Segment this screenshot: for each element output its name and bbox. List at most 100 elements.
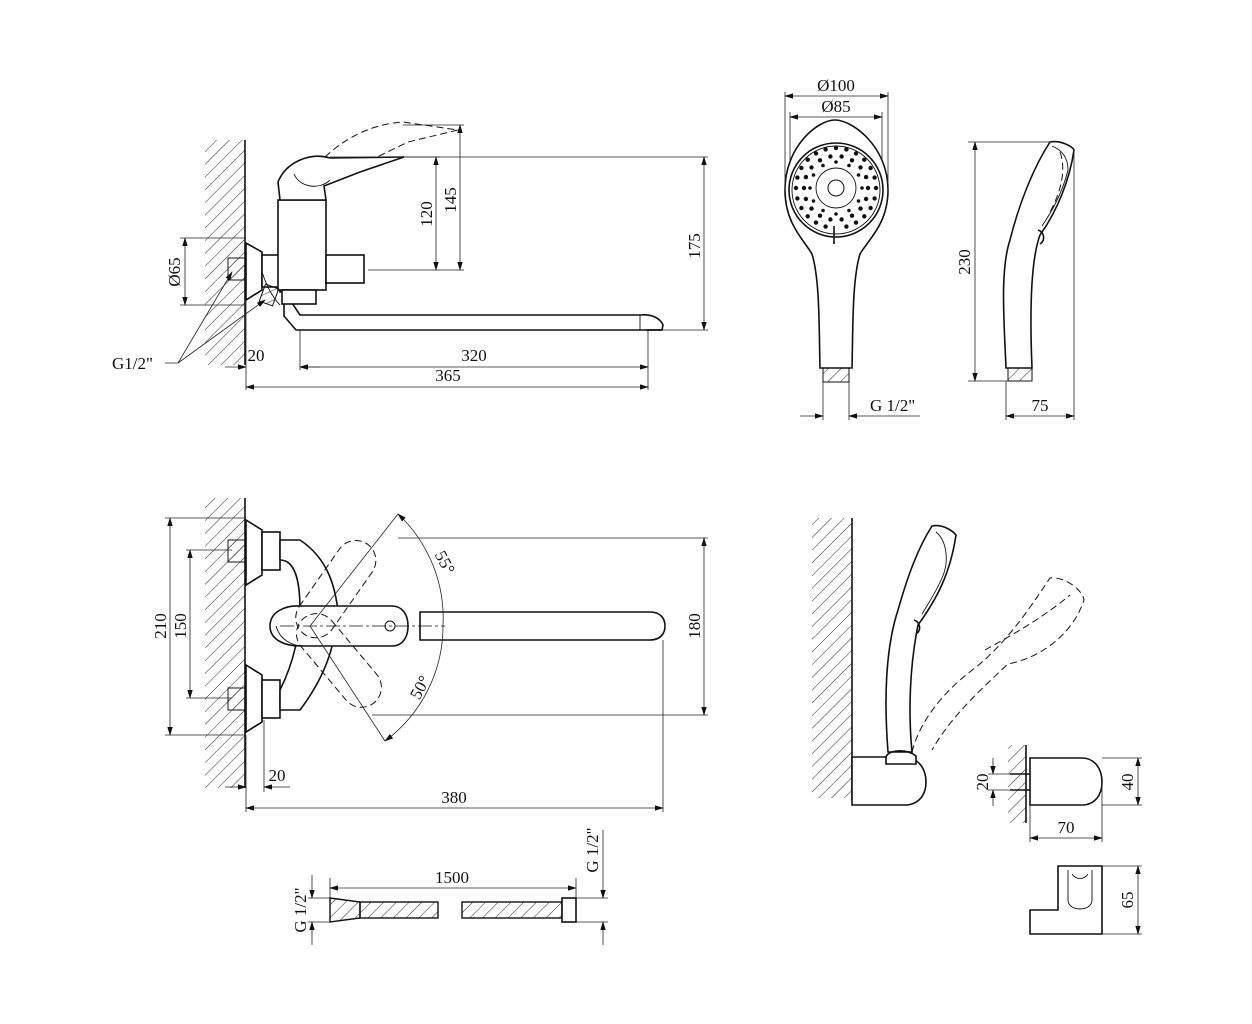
- spray-hole: [862, 214, 867, 219]
- spray-hole: [799, 165, 804, 171]
- dim-65: 65: [1118, 892, 1137, 909]
- spray-hole: [828, 154, 833, 159]
- inlet-thread: [227, 257, 249, 281]
- faucet-front-view: Ø65 G1/2" 120 145 175 20 320 365: [112, 121, 708, 390]
- side-thread: [1007, 367, 1033, 382]
- handshower-in-holder-view: [812, 518, 1085, 806]
- spray-hole: [862, 157, 867, 162]
- spray-hole: [817, 213, 823, 218]
- hose-view: 1500 G 1/2" G 1/2": [291, 827, 608, 945]
- holder-side-outline: [1029, 757, 1103, 806]
- dim-pin-20: 20: [973, 774, 992, 791]
- spray-hole: [858, 165, 863, 170]
- spray-hole: [795, 196, 800, 201]
- spray-hole: [795, 175, 800, 180]
- spray-hole: [849, 158, 855, 163]
- dim-head-thread: G 1/2": [870, 396, 915, 415]
- spray-hole: [793, 185, 799, 191]
- dim-210: 210: [151, 613, 170, 639]
- dim-380: 380: [441, 788, 467, 807]
- spray-hole: [823, 224, 828, 229]
- spray-hole: [811, 199, 816, 203]
- spray-hole: [856, 173, 861, 177]
- spray-hole: [809, 165, 814, 170]
- spout: [283, 299, 664, 331]
- spray-hole: [834, 160, 838, 164]
- spray-hole: [839, 154, 844, 159]
- dim-1500: 1500: [435, 868, 469, 887]
- hose-nut-right: [561, 897, 577, 923]
- spray-hole: [868, 205, 873, 211]
- spray-hole: [821, 208, 825, 213]
- spray-hole: [844, 147, 849, 152]
- dim-d100: Ø100: [817, 76, 855, 95]
- spray-hole: [823, 147, 828, 152]
- dim-20-top: 20: [269, 766, 286, 785]
- dim-365: 365: [435, 366, 461, 385]
- faucet-top-view: 55° 50° 210 150 180 20 380: [151, 498, 708, 812]
- spray-hole: [868, 165, 873, 171]
- wall-hatch: [205, 140, 245, 365]
- hose-segment-right: [461, 901, 563, 919]
- dim-d85: Ø85: [821, 97, 850, 116]
- hose-cone-left: [329, 897, 361, 923]
- dim-120: 120: [417, 201, 436, 227]
- spray-hole: [844, 224, 849, 229]
- spray-hole: [872, 196, 877, 201]
- dim-145: 145: [441, 187, 460, 213]
- spray-hole: [813, 151, 819, 156]
- spray-hole: [817, 158, 823, 163]
- spray-hole: [834, 212, 838, 216]
- spray-hole: [863, 174, 869, 180]
- shower-head-outline: [784, 119, 889, 369]
- dim-320: 320: [461, 346, 487, 365]
- spray-hole: [805, 157, 810, 162]
- spray-hole: [856, 199, 861, 203]
- spout-top: [419, 611, 666, 641]
- spray-hole: [808, 186, 812, 190]
- lever-raised-outline: [324, 121, 459, 159]
- dim-d65: Ø65: [165, 257, 184, 286]
- angle-55: 55°: [431, 547, 459, 577]
- spray-hole: [799, 205, 804, 211]
- spray-hole: [865, 185, 871, 191]
- spray-hole: [858, 206, 863, 211]
- dim-230: 230: [955, 249, 974, 275]
- thread-label: G1/2": [112, 354, 153, 373]
- dim-175: 175: [685, 233, 704, 259]
- spray-hole: [803, 174, 809, 180]
- dim-hose-left: G 1/2": [291, 887, 310, 932]
- dim-75: 75: [1032, 396, 1049, 415]
- spray-hole: [872, 175, 877, 180]
- spray-holes: [793, 145, 879, 229]
- spray-hole: [860, 186, 864, 190]
- spray-hole: [813, 220, 819, 225]
- head-thread: [822, 367, 850, 383]
- spray-hole: [803, 196, 809, 202]
- spray-hole: [801, 185, 807, 191]
- holder-front-view: 65: [1029, 865, 1142, 935]
- spray-hole: [805, 214, 810, 219]
- spray-hole: [863, 196, 869, 202]
- dim-150: 150: [171, 613, 190, 639]
- holder-front-outline: [1029, 865, 1103, 935]
- hose-segment-left: [359, 901, 439, 919]
- spray-hole: [873, 185, 879, 191]
- mixer-body: [277, 199, 327, 291]
- spray-hole: [833, 145, 839, 151]
- dim-20-front: 20: [248, 346, 265, 365]
- spray-hole: [828, 217, 833, 222]
- spray-hole: [847, 163, 851, 168]
- dim-180: 180: [685, 613, 704, 639]
- dim-hose-right: G 1/2": [583, 827, 602, 872]
- spray-hole: [821, 163, 825, 168]
- spray-hole: [847, 208, 851, 213]
- shower-head-side-view: 230 75: [955, 140, 1075, 420]
- spray-hole: [853, 220, 859, 225]
- spray-hole: [849, 213, 855, 218]
- holder-side-view: 20 40 70: [973, 745, 1142, 842]
- spray-hole: [853, 151, 859, 156]
- spray-hole: [839, 217, 844, 222]
- dim-70: 70: [1058, 818, 1075, 837]
